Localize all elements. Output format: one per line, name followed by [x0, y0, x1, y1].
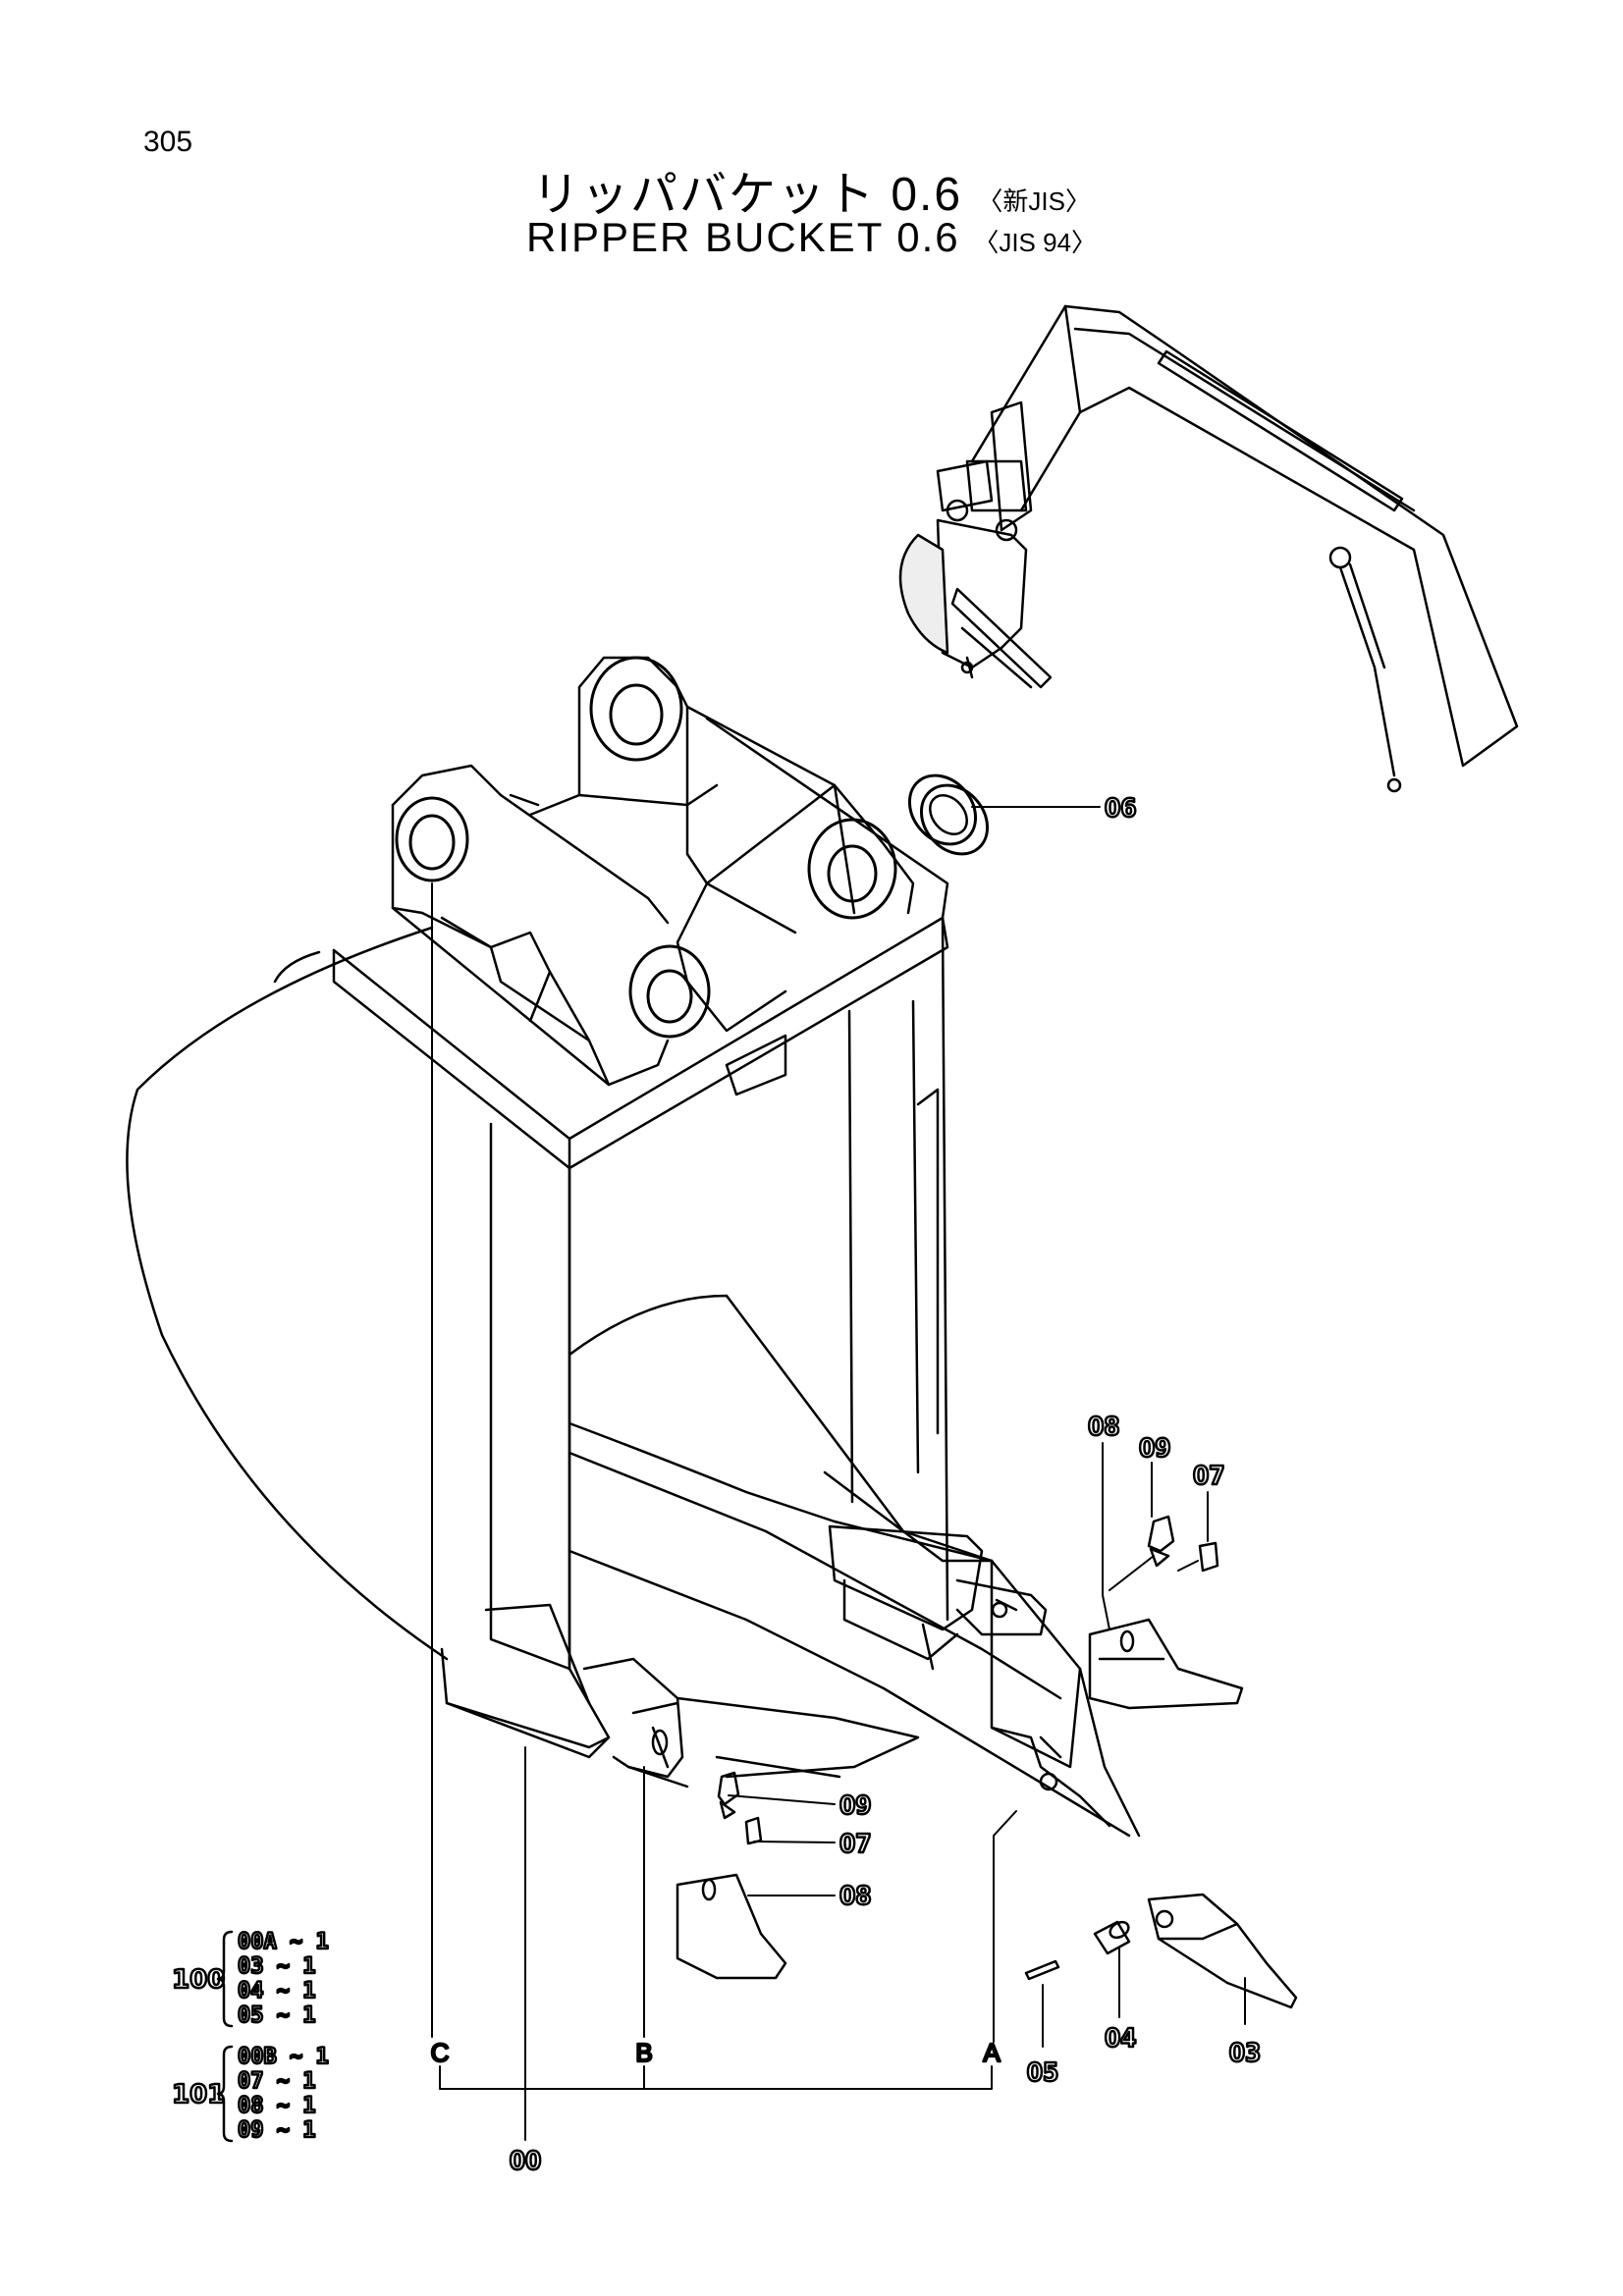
kit-item: 00A ~ 1 — [238, 1930, 329, 1954]
part-set-front-tooth — [1024, 1893, 1298, 2009]
callout-05: 05 — [1027, 2058, 1059, 2088]
part-set-right-tooth — [1088, 1515, 1244, 1710]
callout-08-left: 08 — [839, 1882, 872, 1911]
kit-101: 101 00B ~ 1 07 ~ 1 08 ~ 1 09 ~ 1 — [171, 2044, 330, 2145]
kit-item: 00B ~ 1 — [238, 2045, 329, 2069]
callout-09-left: 09 — [839, 1791, 872, 1821]
callout-08-right: 08 — [1088, 1413, 1120, 1442]
kit-100: 100 00A ~ 1 03 ~ 1 04 ~ 1 05 ~ 1 — [171, 1929, 330, 2030]
kit-item: 07 ~ 1 — [238, 2069, 315, 2094]
callout-04: 04 — [1105, 2024, 1137, 2054]
kit-code: 101 — [172, 2080, 225, 2109]
title-english: RIPPER BUCKET 0.6 〈JIS 94〉 — [0, 214, 1623, 261]
kit-item: 03 ~ 1 — [238, 1954, 315, 1979]
title-japanese-main: リッパバケット 0.6 — [532, 169, 963, 221]
kit-braces — [216, 1930, 234, 2143]
reference-letter-a: A — [983, 2038, 1001, 2067]
page-number: 305 — [143, 126, 193, 158]
callout-07-right: 07 — [1193, 1462, 1225, 1491]
part-06-ring — [907, 774, 990, 856]
callout-03: 03 — [1229, 2039, 1262, 2068]
kit-item: 09 ~ 1 — [238, 2118, 315, 2143]
reference-letter-c: C — [431, 2038, 450, 2067]
reference-letter-b: B — [635, 2038, 652, 2067]
kit-item: 05 ~ 1 — [238, 2003, 315, 2028]
excavator-arm-inset — [898, 304, 1519, 793]
kit-code: 100 — [172, 1965, 225, 1995]
title-english-standard: 〈JIS 94〉 — [973, 228, 1098, 257]
leader-lines — [431, 806, 1246, 2141]
reference-bracket — [439, 2065, 993, 2090]
ripper-bucket-main — [126, 656, 1141, 1838]
part-set-left-tooth — [676, 1771, 787, 1980]
callout-06: 06 — [1105, 794, 1137, 824]
callout-00: 00 — [510, 2147, 542, 2176]
callout-09-right: 09 — [1139, 1434, 1171, 1464]
title-japanese-standard: 〈新JIS〉 — [977, 187, 1091, 216]
kit-item: 08 ~ 1 — [238, 2094, 315, 2118]
title-english-main: RIPPER BUCKET 0.6 — [525, 214, 960, 260]
kit-item: 04 ~ 1 — [238, 1979, 315, 2003]
callout-07-left: 07 — [839, 1830, 872, 1859]
title-japanese: リッパバケット 0.6 〈新JIS〉 — [0, 155, 1623, 224]
